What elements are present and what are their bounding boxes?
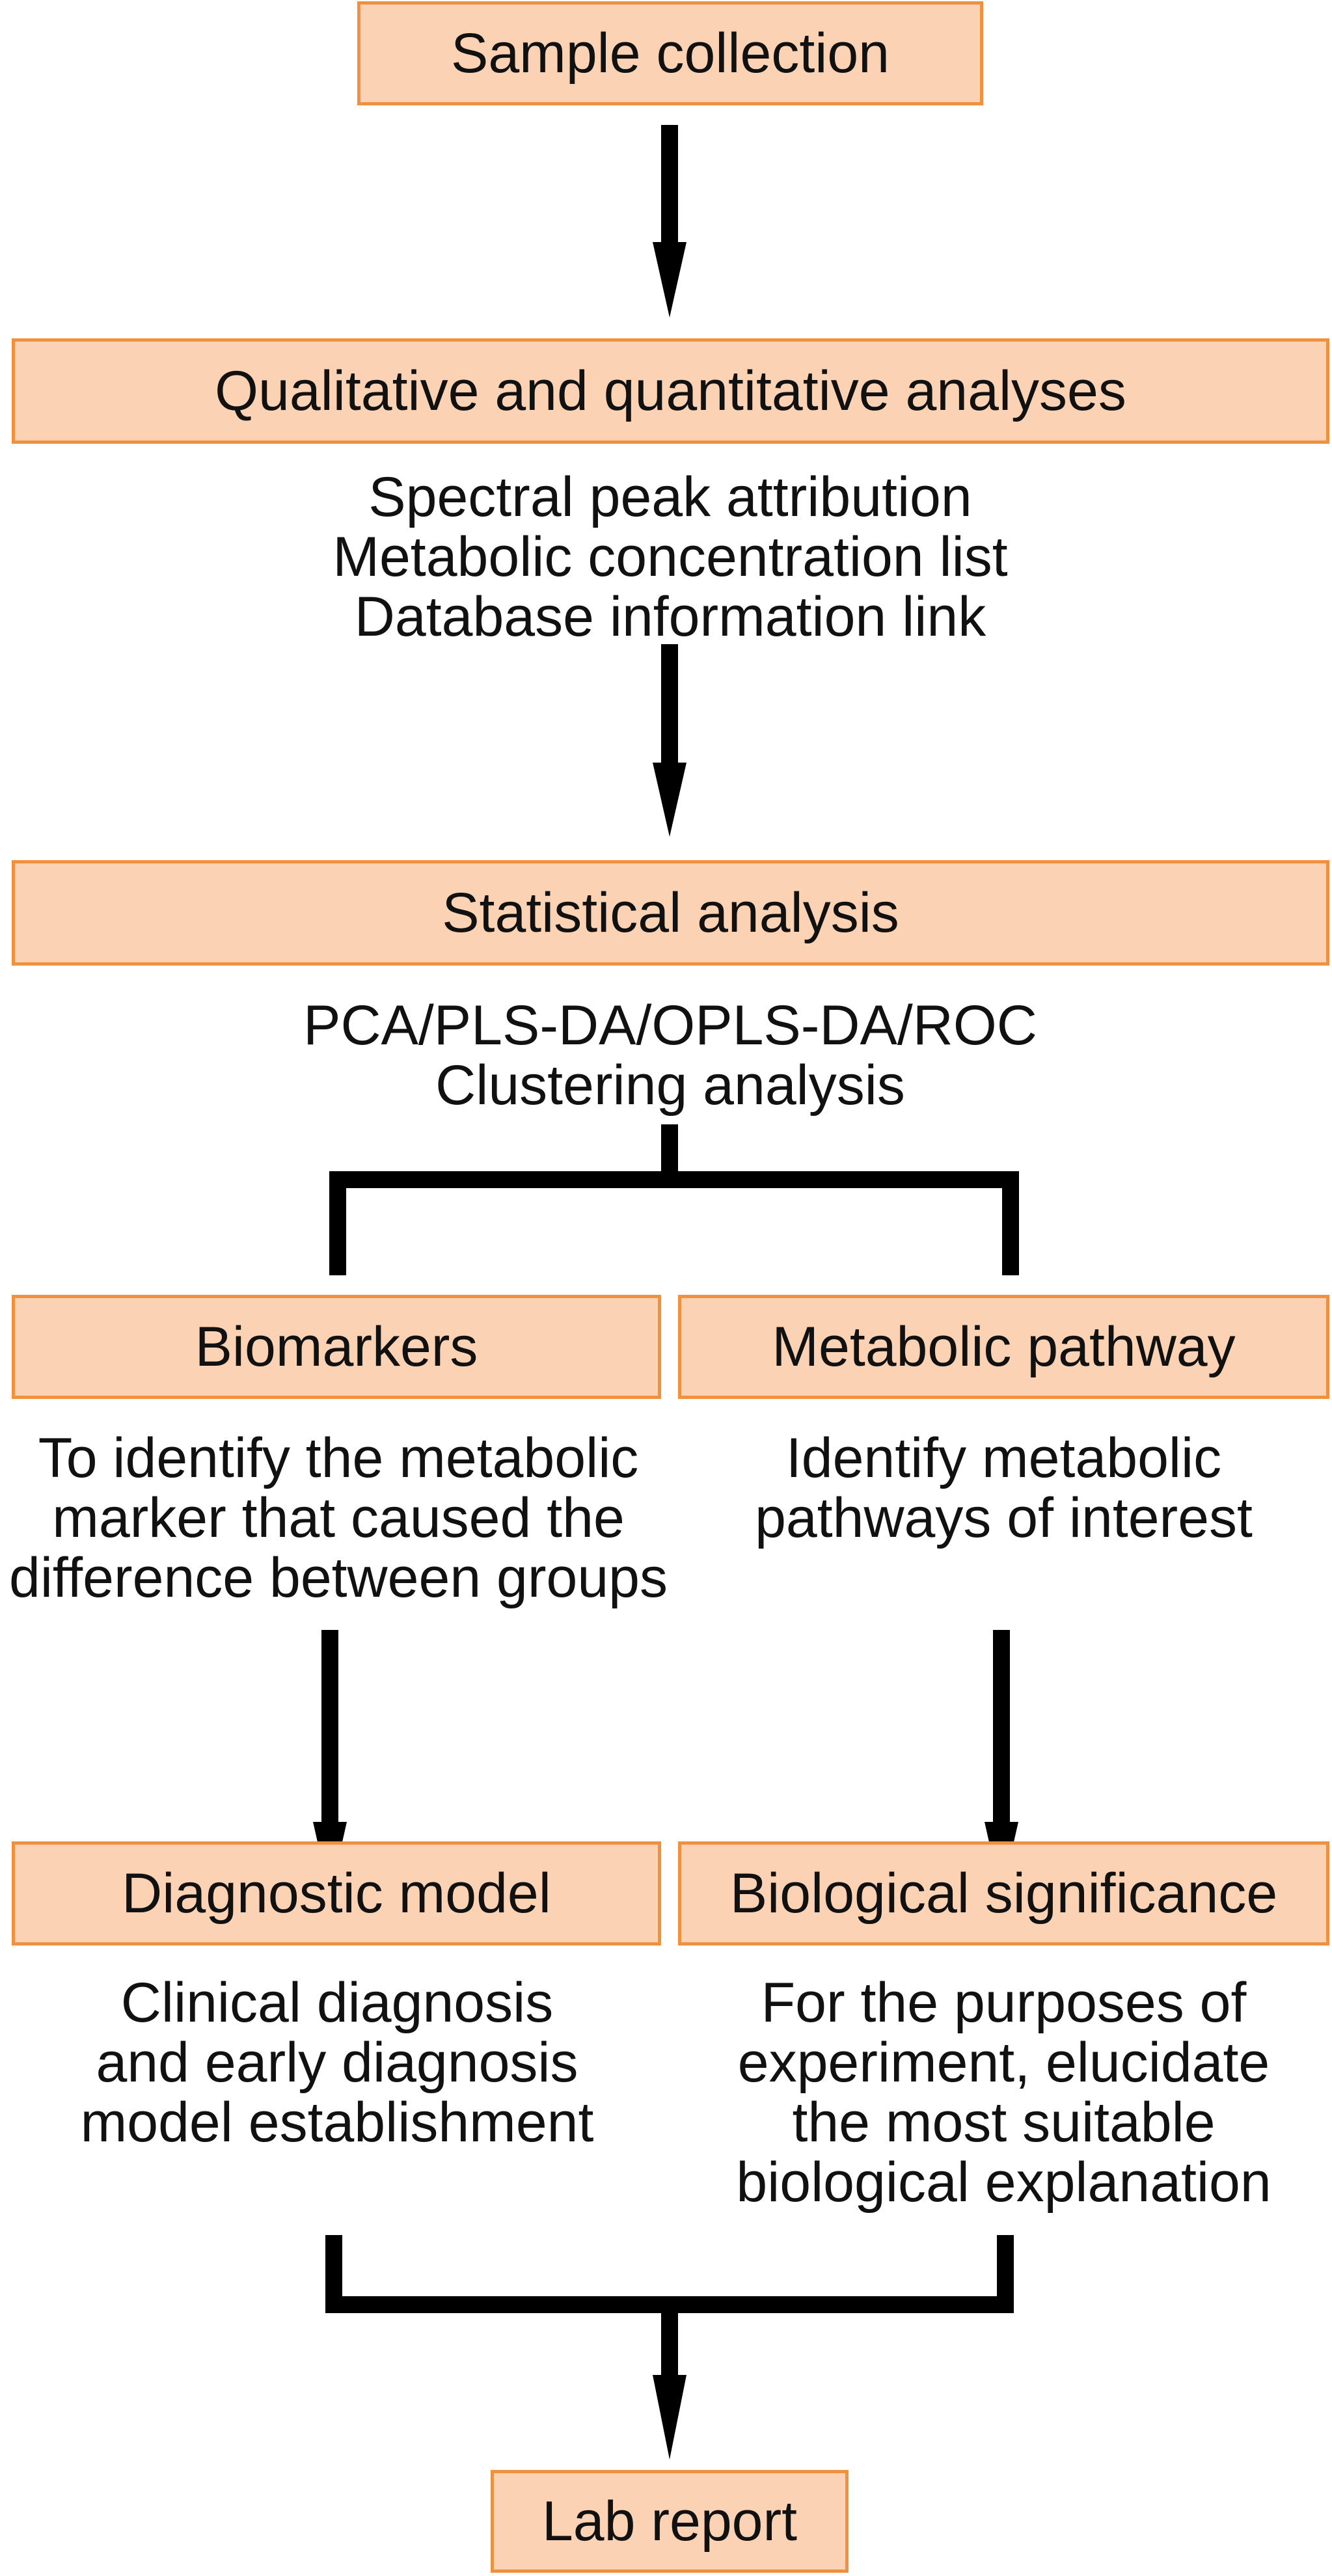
arrow-pathway-to-biological xyxy=(993,1630,1010,1828)
diagnostic-model-box: Diagnostic model xyxy=(12,1841,661,1946)
biomarkers-note: To identify the metabolic xyxy=(38,1427,639,1489)
qualitative-label: Qualitative and quantitative analyses xyxy=(215,359,1126,422)
arrow-sample-to-qualitative xyxy=(661,125,678,249)
qualitative-box: Qualitative and quantitative analyses xyxy=(12,338,1329,444)
qualitative-notes: Spectral peak attribution Metabolic conc… xyxy=(150,467,1191,647)
statistical-note: Clustering analysis xyxy=(435,1054,905,1117)
biological-significance-note: For the purposes of xyxy=(761,1972,1247,2034)
diagnostic-model-note: model establishment xyxy=(80,2091,594,2154)
metabolic-pathway-notes: Identify metabolic pathways of interest xyxy=(678,1428,1329,1548)
biological-significance-note: experiment, elucidate xyxy=(737,2031,1270,2094)
sample-collection-box: Sample collection xyxy=(357,1,983,105)
arrow-head xyxy=(653,763,686,837)
biomarkers-notes: To identify the metabolic marker that ca… xyxy=(0,1428,677,1608)
arrow-head xyxy=(653,2375,686,2460)
biological-significance-label: Biological significance xyxy=(729,1862,1278,1925)
metabolic-pathway-label: Metabolic pathway xyxy=(772,1315,1236,1378)
biomarkers-label: Biomarkers xyxy=(195,1315,478,1378)
statistical-note: PCA/PLS-DA/OPLS-DA/ROC xyxy=(303,994,1037,1057)
diagnostic-model-notes: Clinical diagnosis and early diagnosis m… xyxy=(12,1973,662,2152)
biological-significance-note: biological explanation xyxy=(736,2151,1271,2214)
statistical-notes: PCA/PLS-DA/OPLS-DA/ROC Clustering analys… xyxy=(150,996,1191,1115)
metabolic-pathway-box: Metabolic pathway xyxy=(678,1295,1329,1399)
diagnostic-model-note: Clinical diagnosis xyxy=(120,1972,554,2034)
diagnostic-model-label: Diagnostic model xyxy=(122,1862,551,1925)
split-connector xyxy=(329,1171,346,1275)
biological-significance-box: Biological significance xyxy=(678,1841,1329,1946)
biological-significance-notes: For the purposes of experiment, elucidat… xyxy=(678,1973,1329,2212)
biomarkers-note: marker that caused the xyxy=(52,1487,625,1549)
diagnostic-model-note: and early diagnosis xyxy=(96,2031,578,2094)
metabolic-pathway-note: Identify metabolic xyxy=(785,1427,1222,1489)
qualitative-note: Spectral peak attribution xyxy=(368,466,972,528)
arrow-biomarkers-to-diagnostic xyxy=(321,1630,338,1828)
split-connector xyxy=(1002,1171,1019,1275)
statistical-box: Statistical analysis xyxy=(12,860,1329,966)
arrow-head xyxy=(653,242,686,318)
merge-connector xyxy=(661,2296,678,2381)
sample-collection-label: Sample collection xyxy=(450,21,890,85)
qualitative-note: Database information link xyxy=(354,586,986,648)
statistical-label: Statistical analysis xyxy=(442,881,899,944)
biological-significance-note: the most suitable xyxy=(792,2091,1216,2154)
qualitative-note: Metabolic concentration list xyxy=(333,526,1008,588)
lab-report-box: Lab report xyxy=(491,2470,849,2573)
arrow-qualitative-to-statistical xyxy=(661,644,678,769)
lab-report-label: Lab report xyxy=(541,2489,798,2553)
split-connector xyxy=(329,1171,1019,1188)
metabolic-pathway-note: pathways of interest xyxy=(755,1487,1253,1549)
biomarkers-note: difference between groups xyxy=(8,1547,668,1609)
biomarkers-box: Biomarkers xyxy=(12,1295,661,1399)
